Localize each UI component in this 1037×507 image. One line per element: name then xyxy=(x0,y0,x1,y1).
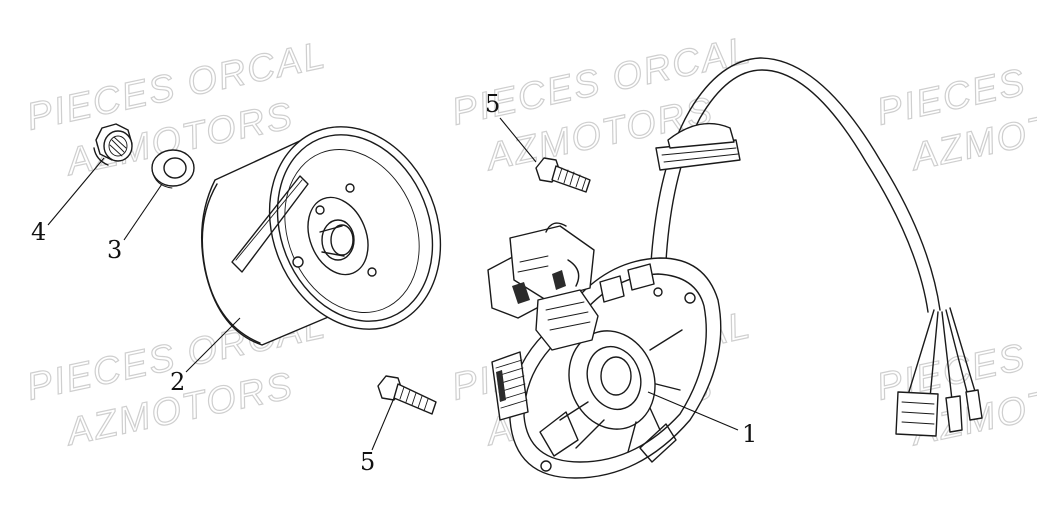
callout-labels: 4 3 2 5 5 1 xyxy=(31,90,757,476)
flywheel-rotor-part xyxy=(201,126,442,346)
washer-part xyxy=(151,149,195,189)
leader-line-1 xyxy=(647,391,739,431)
callout-3: 3 xyxy=(107,236,122,264)
leader-line-3 xyxy=(123,183,163,241)
leader-line-5-lower xyxy=(371,397,395,451)
callout-4: 4 xyxy=(31,218,46,246)
callout-1: 1 xyxy=(742,420,757,448)
callout-2: 2 xyxy=(170,368,185,396)
bolt-upper-part xyxy=(535,157,591,193)
leader-line-2 xyxy=(185,317,241,373)
callout-5-lower: 5 xyxy=(360,448,375,476)
leader-line-4 xyxy=(47,157,105,226)
callout-5-upper: 5 xyxy=(485,90,500,118)
stator-part xyxy=(487,57,983,479)
flange-nut-part xyxy=(93,123,133,166)
leader-lines xyxy=(47,117,739,451)
leader-line-5-upper xyxy=(499,117,537,163)
bolt-lower-part xyxy=(377,375,437,415)
